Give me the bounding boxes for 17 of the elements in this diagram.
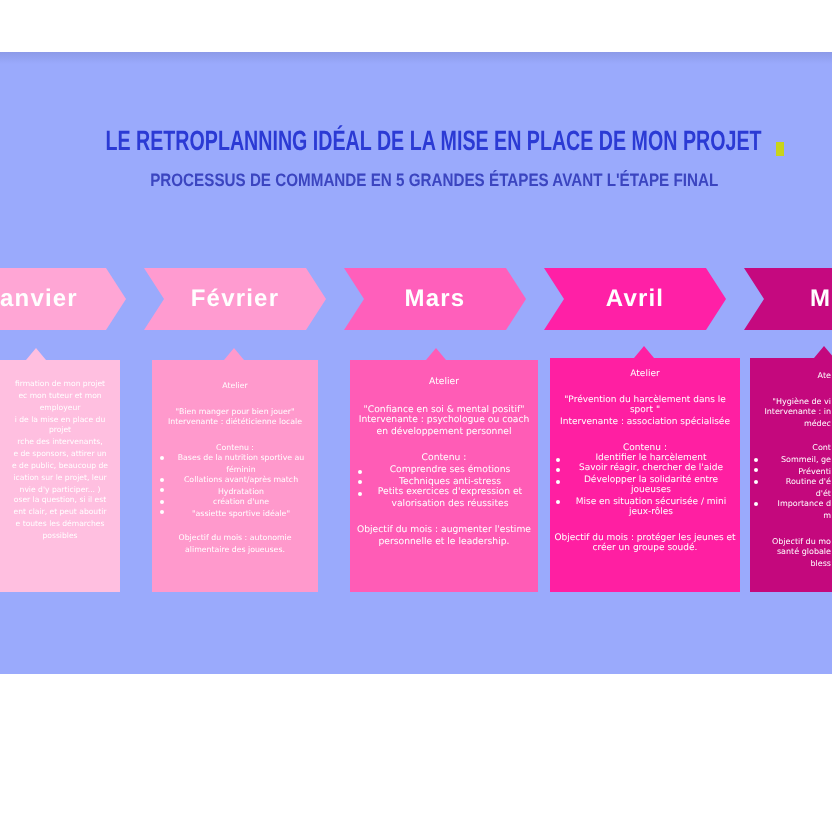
callout-box [550,346,740,592]
step-banner [344,268,526,330]
month-label: anvier [0,284,78,314]
callout-box [0,348,120,592]
callout-box [152,348,318,592]
month-label: M [810,284,832,314]
step-banner [544,268,726,330]
month-label: Avril [605,284,665,314]
step-banner [744,268,832,330]
month-label: Février [190,284,280,314]
diagram-title: LE RETROPLANNING IDÉAL DE LA MISE EN PLACE DE MON PROJET [106,126,762,154]
callout-box [350,348,538,592]
step-banner [144,268,326,330]
month-label: Mars [404,284,466,314]
subtitle: PROCESSUS DE COMMANDE EN 5 GRANDES ÉTAPES AVANT L'ÉTAPE FINAL [150,172,718,190]
callout-box [750,346,832,592]
step-banner [0,268,126,330]
